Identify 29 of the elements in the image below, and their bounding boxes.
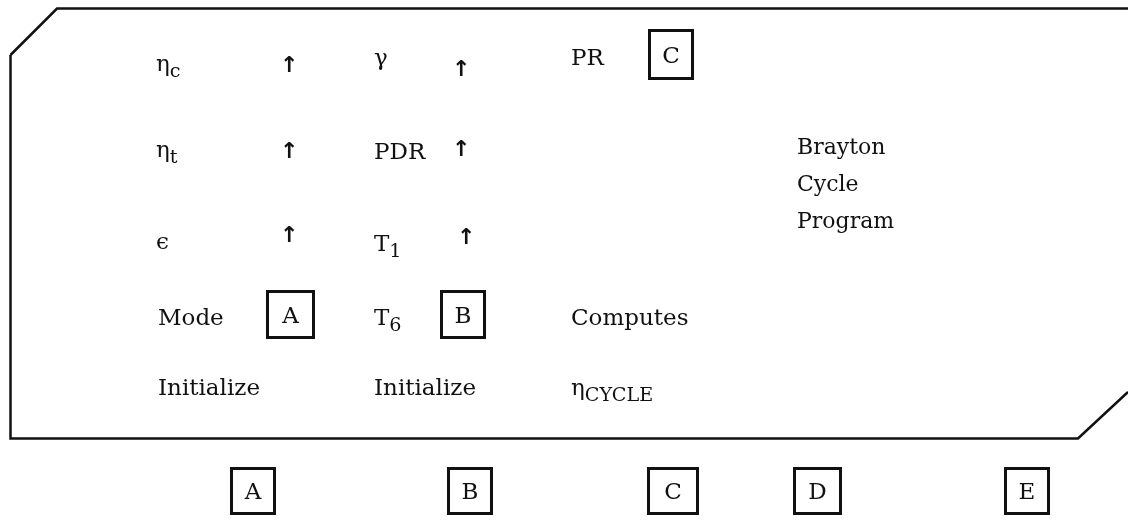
text-label: Mode [158, 304, 224, 330]
text-label: PDR [374, 138, 426, 164]
text-label: Initialize [158, 374, 260, 400]
symbol-label: η$_{t}$ [156, 136, 178, 170]
program-title: Brayton Cycle Program [797, 133, 896, 235]
increment-arrow: ↑ [280, 222, 299, 248]
text-label: PR [571, 44, 604, 70]
increment-arrow: ↑ [457, 224, 476, 250]
increment-arrow: ↑ [280, 52, 299, 78]
key-letter: B [447, 467, 493, 515]
key-letter: E [1004, 467, 1050, 515]
symbol-label: T$_{6}$ [374, 304, 402, 338]
increment-arrow: ↑ [452, 56, 471, 82]
key-letter: D [793, 467, 842, 515]
symbol-label: η$_{CYCLE}$ [571, 374, 654, 408]
symbol-label: γ [374, 44, 388, 70]
symbol-label: ϵ [156, 228, 169, 254]
key-letter: C [647, 467, 699, 515]
key-letter: C [648, 29, 694, 80]
symbol-label: η$_{c}$ [156, 50, 181, 84]
text-label: Initialize [374, 374, 476, 400]
key-letter: B [440, 290, 486, 339]
increment-arrow: ↑ [452, 136, 471, 162]
program-panel [9, 7, 1128, 440]
increment-arrow: ↑ [280, 138, 299, 164]
symbol-label: T$_{1}$ [374, 230, 402, 264]
text-label: Computes [571, 304, 689, 330]
key-letter: A [266, 290, 315, 339]
key-letter: A [230, 467, 276, 515]
